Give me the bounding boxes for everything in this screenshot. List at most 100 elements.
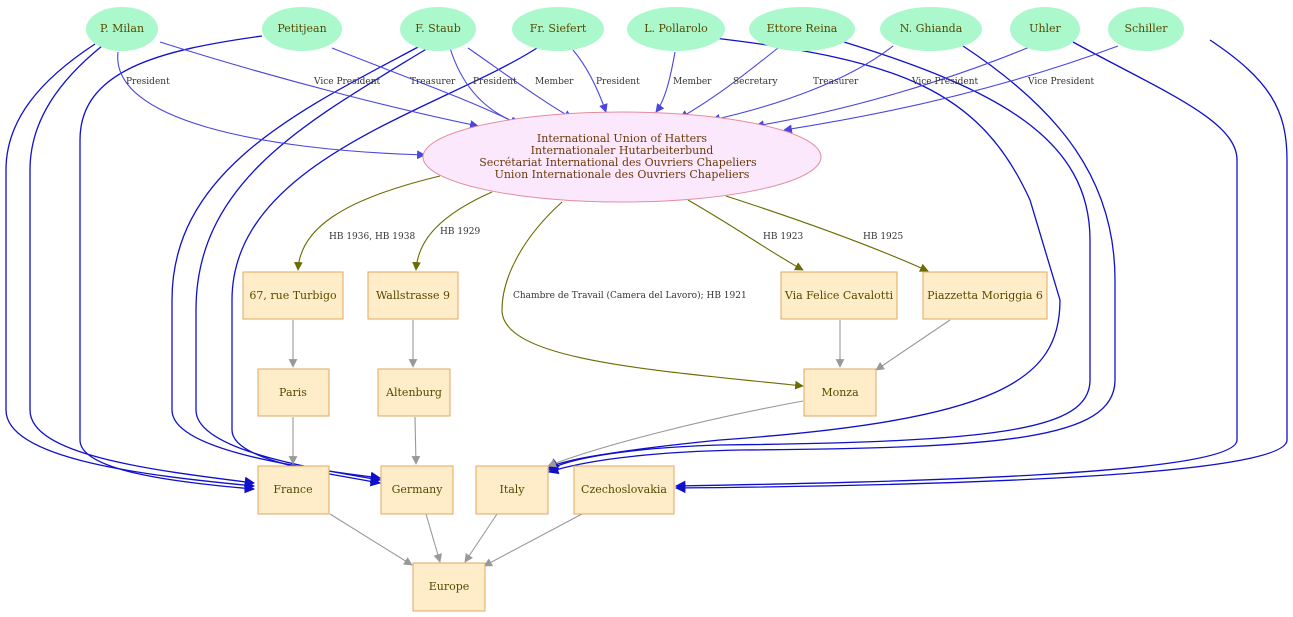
label-siefert-member: Member [535, 77, 574, 87]
person-label: F. Staub [415, 22, 461, 35]
edge-union-turbigo [294, 175, 441, 271]
role-edges [117, 41, 1119, 160]
person-label: Schiller [1124, 22, 1168, 35]
edge-union-cavalotti [687, 199, 804, 271]
edge-schiller-union [783, 45, 1119, 134]
person-label: N. Ghianda [900, 22, 963, 35]
geo-edges [288, 319, 951, 567]
place-label: Piazzetta Moriggia 6 [927, 289, 1043, 302]
place-node[interactable]: 67, rue Turbigo [242, 271, 344, 320]
person-node[interactable]: L. Pollarolo [627, 7, 725, 51]
edge-labels: President Vice President Treasurer Presi… [126, 77, 1095, 301]
edge-schiller-czech [674, 39, 1288, 494]
label-pollarolo-member: Member [673, 77, 712, 87]
edge-petitjean-france [79, 35, 263, 494]
person-node[interactable]: Fr. Siefert [512, 7, 604, 51]
place-node[interactable]: Wallstrasse 9 [367, 271, 459, 320]
edge-france-europe [329, 513, 413, 566]
union-node[interactable]: International Union of Hatters Internati… [422, 111, 822, 203]
place-node[interactable]: Altenburg [377, 368, 451, 417]
place-label: Altenburg [385, 386, 442, 399]
edge-uhler-czech [674, 41, 1238, 492]
edge-milan-france-2 [29, 45, 256, 487]
place-node[interactable]: France [257, 465, 330, 515]
place-label: Via Felice Cavalotti [784, 289, 894, 302]
edge-ghianda-italy [548, 45, 1116, 475]
label-uhler-vp: Vice President [911, 77, 979, 87]
person-node[interactable]: N. Ghianda [880, 7, 982, 51]
place-node[interactable]: Piazzetta Moriggia 6 [922, 271, 1048, 320]
place-label: France [273, 483, 312, 496]
label-schiller-vp: Vice President [1027, 77, 1095, 87]
place-label: Paris [279, 386, 307, 399]
edge-petitjean-union [331, 47, 519, 125]
edge-milan-france [5, 43, 256, 491]
place-label: Czechoslovakia [581, 483, 667, 496]
edge-ghianda-union [711, 45, 894, 123]
edge-germany-europe [425, 513, 443, 563]
label-staub-treasurer: Treasurer [410, 77, 456, 87]
label-milan-president: President [126, 77, 170, 87]
place-node[interactable]: Czechoslovakia [573, 465, 675, 515]
label-reina-secretary: Secretary [733, 77, 778, 87]
edge-reina-italy [548, 41, 1091, 471]
edge-milan-union-president [117, 51, 426, 160]
edge-piazzetta-monza [875, 319, 951, 371]
person-label: Petitjean [277, 22, 326, 35]
edge-siefert-union [572, 49, 608, 113]
place-node[interactable]: Paris [257, 368, 330, 417]
place-label: Monza [821, 386, 859, 399]
place-node[interactable]: Italy [475, 465, 549, 515]
person-node[interactable]: Ettore Reina [749, 7, 855, 51]
edge-monza-italy [547, 400, 804, 468]
person-node[interactable]: Uhler [1010, 7, 1080, 51]
place-node[interactable]: Europe [412, 562, 486, 612]
address-edges [294, 175, 929, 390]
edge-staub-union-president [449, 47, 521, 126]
label-monza-chambre: Chambre de Travail (Camera del Lavoro); … [513, 290, 747, 301]
label-ghianda-treasurer: Treasurer [813, 77, 859, 87]
person-node[interactable]: F. Staub [400, 7, 476, 51]
person-label: Ettore Reina [767, 22, 838, 35]
label-wallstrasse-years: HB 1929 [440, 227, 481, 237]
edge-union-wallstrasse [412, 191, 493, 271]
edge-union-piazzetta [725, 195, 929, 272]
union-line: Internationaler Hutarbeiterbund [531, 144, 714, 157]
person-label: P. Milan [100, 22, 144, 35]
edge-siefert-germany [231, 47, 538, 487]
edge-czech-europe [483, 513, 583, 567]
label-piazzetta-years: HB 1925 [863, 232, 904, 242]
person-node[interactable]: Schiller [1108, 7, 1184, 51]
edge-reina-union [679, 47, 779, 119]
person-label: Uhler [1029, 22, 1061, 35]
label-turbigo-years: HB 1936, HB 1938 [329, 232, 415, 242]
union-line: International Union of Hatters [537, 132, 708, 145]
edge-italy-europe [464, 513, 498, 563]
label-cavalotti-years: HB 1923 [763, 232, 804, 242]
label-siefert-president: President [596, 77, 640, 87]
place-label: Europe [429, 580, 470, 593]
edge-altenburg-germany [411, 416, 421, 465]
place-label: Germany [392, 483, 444, 496]
edge-uhler-union [755, 45, 1033, 130]
place-node[interactable]: Germany [380, 465, 454, 515]
place-node[interactable]: Monza [803, 368, 877, 417]
label-petitjean-vp: Vice President [313, 77, 381, 87]
person-nodes: P. Milan Petitjean F. Staub Fr. Siefert … [86, 7, 1184, 51]
place-label: 67, rue Turbigo [249, 289, 337, 302]
label-staub-president: President [473, 77, 517, 87]
edge-staub-union-treasurer [467, 47, 573, 119]
person-label: Fr. Siefert [530, 22, 587, 35]
edge-pollarolo-union [655, 51, 676, 113]
place-label: Italy [499, 483, 525, 496]
membership-edges [5, 35, 1288, 494]
person-node[interactable]: Petitjean [262, 7, 342, 51]
union-line: Union Internationale des Ouvriers Chapel… [495, 168, 750, 181]
edge-pollarolo-italy [548, 37, 1061, 469]
edge-union-monza [501, 201, 804, 390]
person-label: L. Pollarolo [644, 22, 708, 35]
place-label: Wallstrasse 9 [376, 289, 450, 302]
place-node[interactable]: Via Felice Cavalotti [780, 271, 898, 320]
person-node[interactable]: P. Milan [86, 7, 158, 51]
